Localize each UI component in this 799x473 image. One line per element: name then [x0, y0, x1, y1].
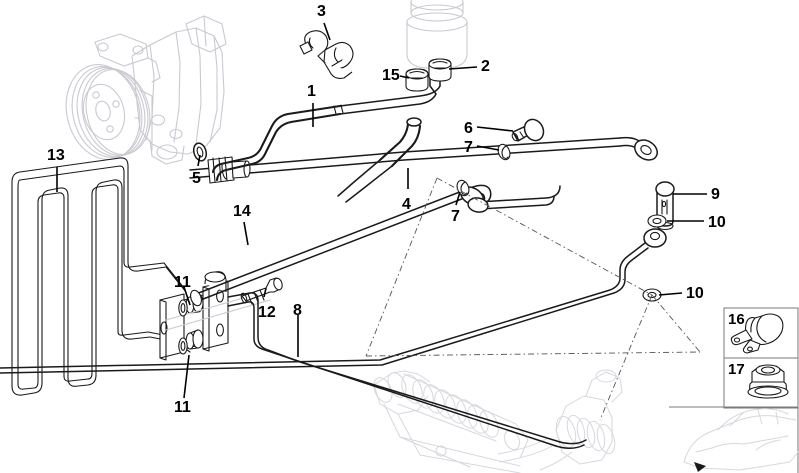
part-3-double-pipe-clamp [299, 30, 354, 79]
part-1-return-hose [211, 77, 441, 182]
callout-7-sealing-ring-upper-leader [476, 145, 500, 151]
callout-12-bolt-leader [263, 287, 267, 298]
callout-11-o-ring-upper: 11 [174, 274, 191, 291]
callout-2-hose-clamp-leader [448, 66, 478, 70]
part-5-o-ring [192, 142, 208, 162]
callout-15-hose-clamp: 15 [382, 67, 400, 84]
callout-10-sealing-ring-lower: 10 [686, 285, 704, 302]
callout-15-hose-clamp-leader [399, 75, 410, 79]
inset-16-cable-clamp-number: 16 [728, 311, 745, 328]
callout-10-sealing-ring-lower-leader [658, 292, 683, 296]
part-11-o-ring-lower [178, 337, 188, 355]
right-return-line [0, 242, 649, 374]
callout-14-pipe: 14 [233, 203, 251, 220]
part-13-oil-cooler [11, 157, 191, 396]
part-7-sealing-ring-upper [497, 143, 511, 161]
callout-2-hose-clamp: 2 [481, 58, 490, 75]
callout-4-suction-line: 4 [402, 196, 411, 213]
part-12-bolt [240, 277, 283, 305]
part-15-hose-clamp [405, 68, 429, 92]
connector-pipe-lower [467, 185, 561, 213]
banjo-eye-fitting-right [643, 228, 667, 248]
part-14-cooler-feed-pipe [190, 184, 492, 307]
inset-17-flange-nut-number: 17 [728, 361, 745, 378]
part-7-sealing-ring-lower [456, 179, 470, 197]
part-4-suction-pipe [189, 136, 645, 184]
callout-8-pressure-line: 8 [293, 302, 302, 319]
callout-7-sealing-ring-lower: 7 [451, 208, 460, 225]
part-2-hose-clamp [428, 58, 452, 82]
banjo-eye-fitting-upper [634, 139, 658, 161]
part-11-o-ring-upper [178, 299, 188, 317]
part-6-banjo-bolt [511, 118, 545, 142]
callout-6-banjo-bolt-leader [476, 126, 514, 132]
steering-rack-phantom [373, 369, 623, 473]
callout-9-banjo-bolt: 9 [711, 186, 720, 203]
callout-3-double-pipe-clamp-leader [323, 22, 331, 41]
callout-11-o-ring-upper-leader [183, 286, 191, 306]
callout-13-oil-cooler: 13 [47, 147, 65, 164]
callout-1-return-hose: 1 [307, 83, 316, 100]
callout-7-sealing-ring-lower-leader [455, 191, 461, 206]
return-hose-branch [337, 117, 422, 203]
callout-leader-lines [56, 22, 707, 399]
assembly-reference-lines [365, 177, 701, 421]
power-steering-pump-phantom [65, 15, 227, 165]
callout-6-banjo-bolt: 6 [464, 120, 473, 137]
callout-11-o-ring-lower-leader [183, 354, 190, 399]
callout-3-double-pipe-clamp: 3 [317, 3, 326, 20]
callout-11-o-ring-lower: 11 [174, 399, 191, 416]
inset-frames [669, 307, 799, 473]
part-16-cable-clamp [730, 313, 784, 354]
callout-5-o-ring-leader [197, 154, 201, 167]
part-17-flange-nut [747, 364, 789, 399]
vehicle-silhouette [683, 408, 799, 472]
callout-10-sealing-ring-upper: 10 [708, 214, 726, 231]
callout-14-pipe-leader [243, 221, 249, 246]
callout-5-o-ring: 5 [192, 170, 201, 187]
callout-7-sealing-ring-upper: 7 [464, 139, 473, 156]
callout-12-bolt: 12 [258, 304, 276, 321]
part-8-pressure-line [227, 292, 587, 449]
part-10-sealing-ring-upper [647, 214, 667, 228]
